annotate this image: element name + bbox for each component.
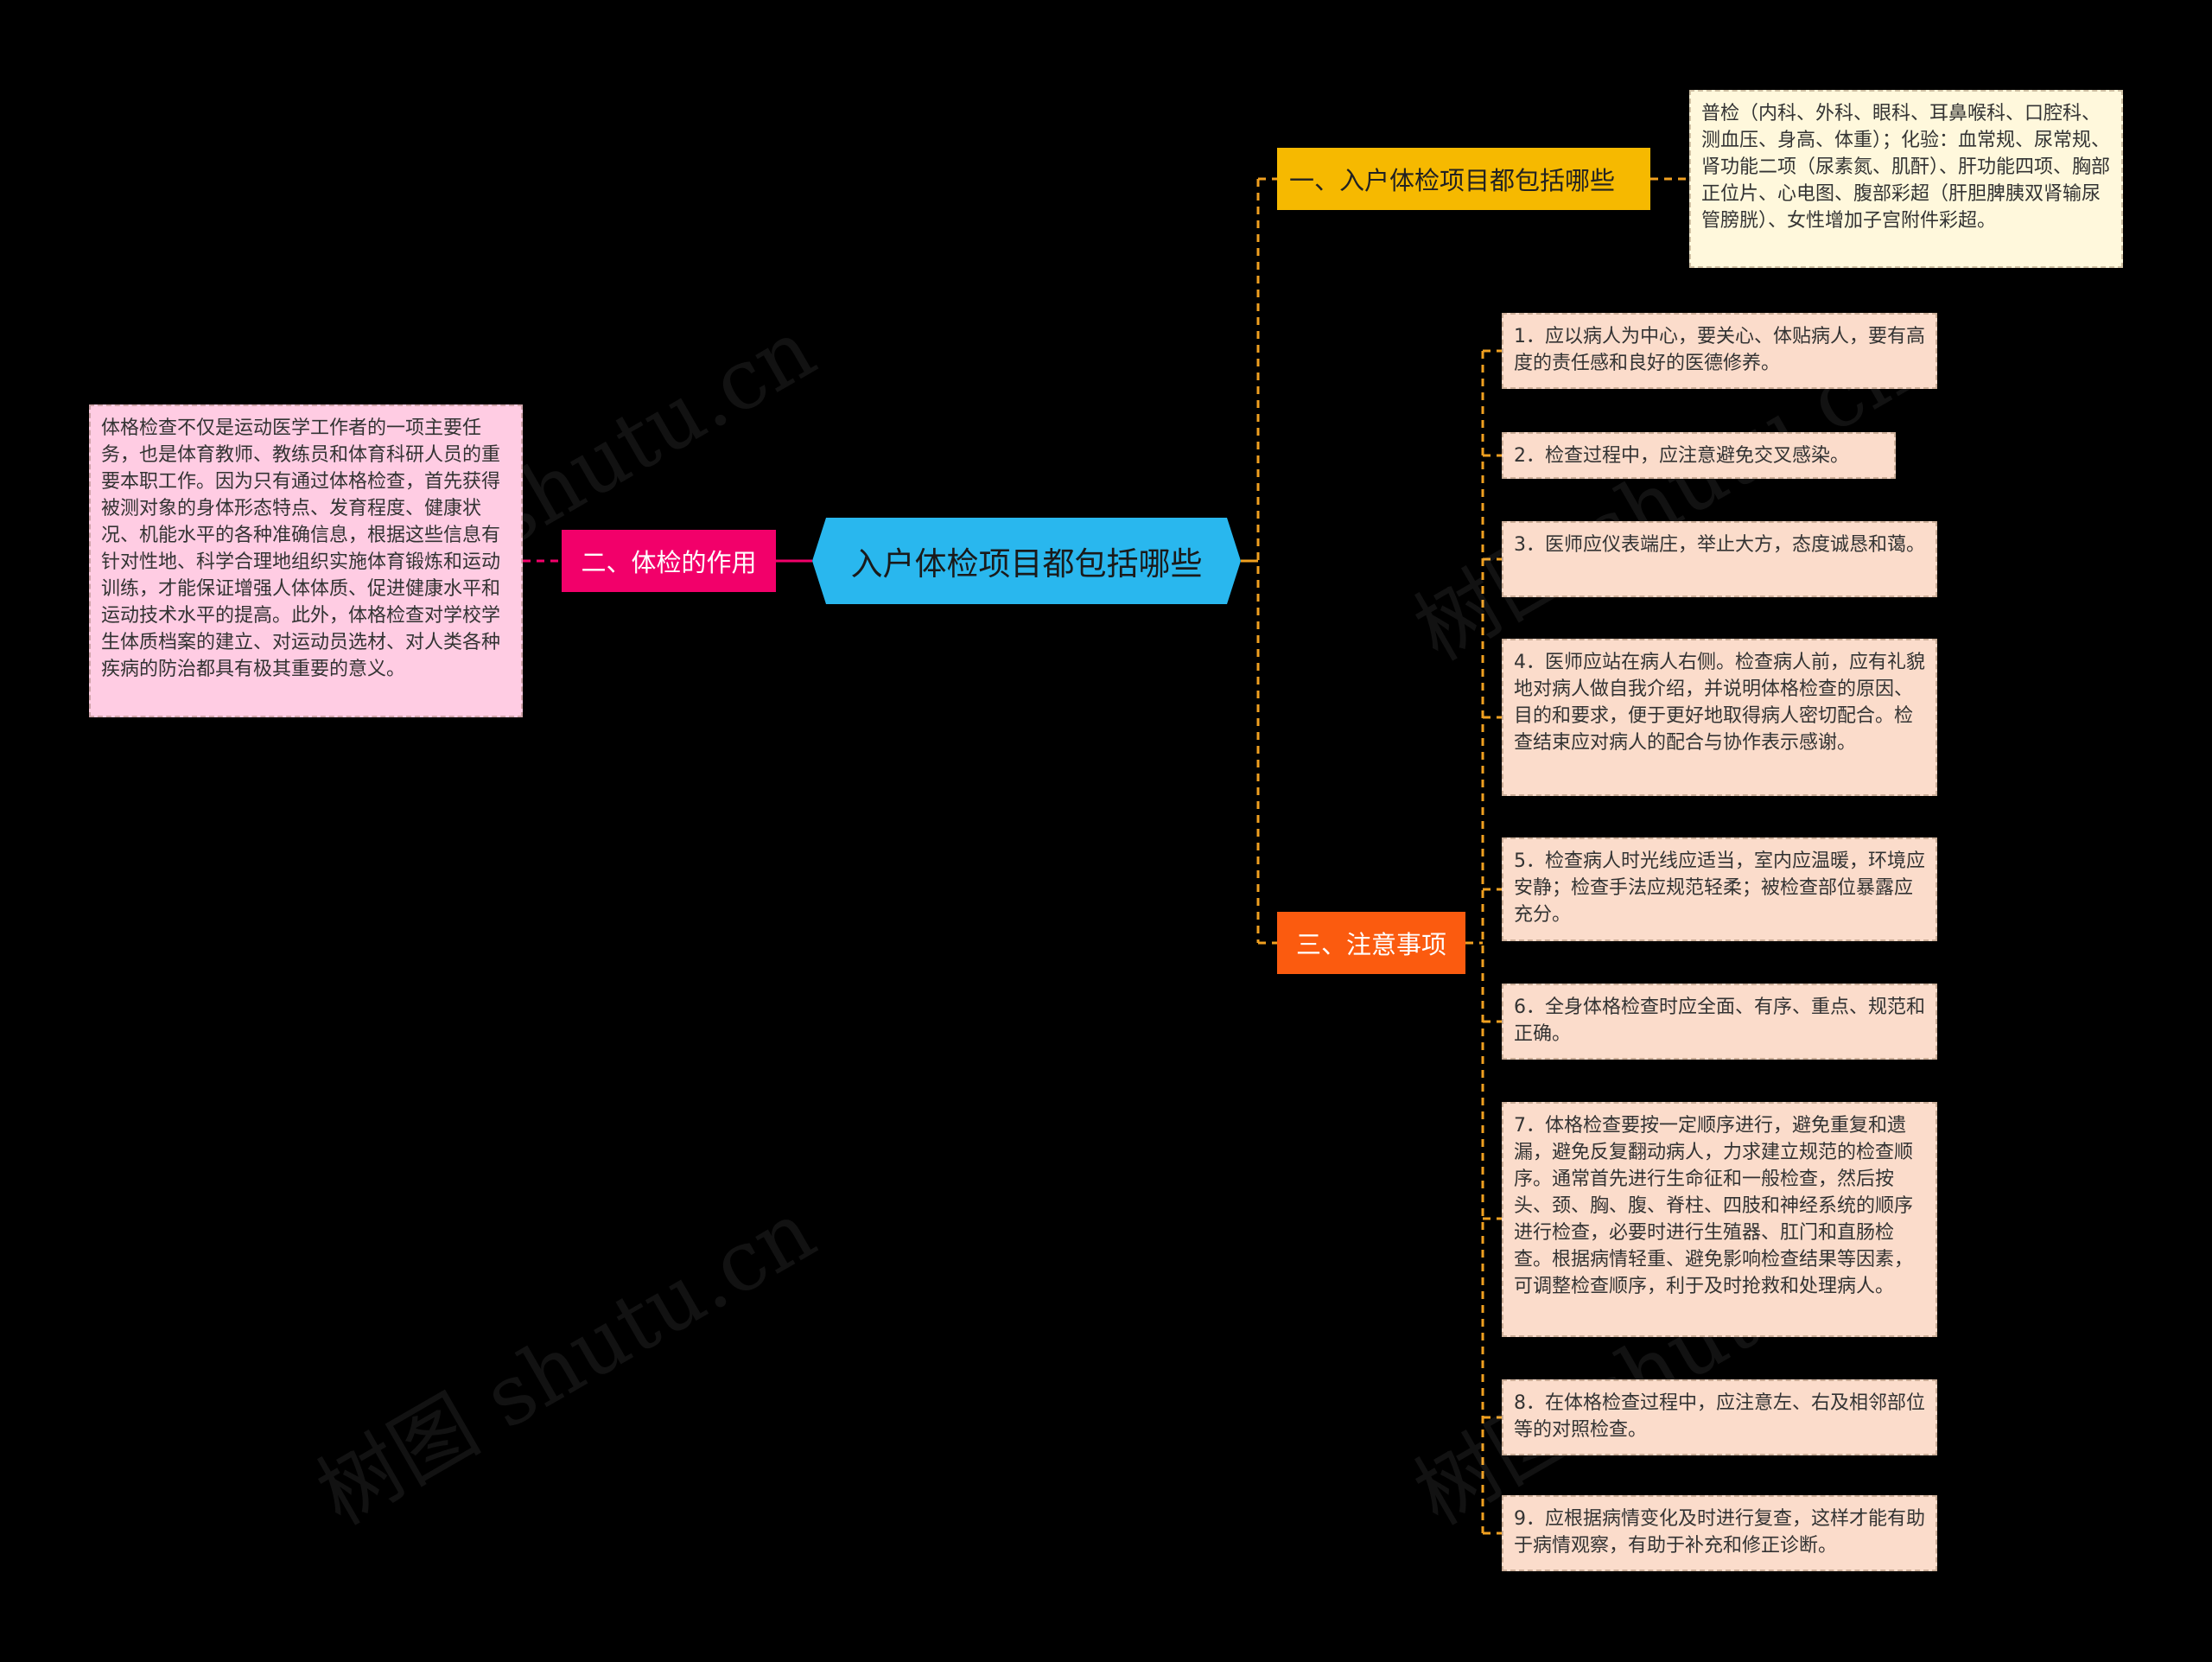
leaf-text: 3．医师应仪表端庄，举止大方，态度诚恳和蔼。 xyxy=(1514,534,1925,556)
branch-label: 三、注意事项 xyxy=(1295,930,1446,959)
note-item-2[interactable]: 2．检查过程中，应注意避免交叉感染。 xyxy=(1502,432,1896,479)
note-item-8[interactable]: 8．在体格检查过程中，应注意左、右及相邻部位等的对照检查。 xyxy=(1502,1379,1937,1455)
branch-checkup-items[interactable]: 一、入户体检项目都包括哪些 xyxy=(1277,148,1650,210)
leaf-text: 9．应根据病情变化及时进行复查，这样才能有助于病情观察，有助于补充和修正诊断。 xyxy=(1514,1508,1925,1557)
note-item-6[interactable]: 6．全身体格检查时应全面、有序、重点、规范和正确。 xyxy=(1502,984,1937,1060)
branch-label: 二、体检的作用 xyxy=(581,548,757,577)
leaf-text: 1．应以病人为中心，要关心、体贴病人，要有高度的责任感和良好的医德修养。 xyxy=(1514,326,1925,374)
note-item-3[interactable]: 3．医师应仪表端庄，举止大方，态度诚恳和蔼。 xyxy=(1502,521,1937,597)
root-topic-label: 入户体检项目都包括哪些 xyxy=(850,545,1203,583)
note-item-1[interactable]: 1．应以病人为中心，要关心、体贴病人，要有高度的责任感和良好的医德修养。 xyxy=(1502,313,1937,389)
branch-checkup-role[interactable]: 二、体检的作用 xyxy=(562,530,776,592)
leaf-text: 8．在体格检查过程中，应注意左、右及相邻部位等的对照检查。 xyxy=(1514,1392,1925,1441)
leaf-text: 5．检查病人时光线应适当，室内应温暖，环境应安静；检查手法应规范轻柔；被检查部位… xyxy=(1514,850,1925,926)
root-topic[interactable]: 入户体检项目都包括哪些 xyxy=(812,518,1241,604)
checkup-items-detail[interactable]: 普检（内科、外科、眼科、耳鼻喉科、口腔科、测血压、身高、体重）；化验：血常规、尿… xyxy=(1689,90,2123,268)
leaf-text: 4．医师应站在病人右侧。检查病人前，应有礼貌地对病人做自我介绍，并说明体格检查的… xyxy=(1514,652,1925,754)
branch-notes[interactable]: 三、注意事项 xyxy=(1277,912,1465,974)
leaf-text: 7．体格检查要按一定顺序进行，避免重复和遗漏，避免反复翻动病人，力求建立规范的检… xyxy=(1514,1115,1914,1297)
note-item-5[interactable]: 5．检查病人时光线应适当，室内应温暖，环境应安静；检查手法应规范轻柔；被检查部位… xyxy=(1502,837,1937,941)
leaf-text: 6．全身体格检查时应全面、有序、重点、规范和正确。 xyxy=(1514,997,1925,1045)
checkup-role-detail[interactable]: 体格检查不仅是运动医学工作者的一项主要任务，也是体育教师、教练员和体育科研人员的… xyxy=(89,404,523,717)
note-item-7[interactable]: 7．体格检查要按一定顺序进行，避免重复和遗漏，避免反复翻动病人，力求建立规范的检… xyxy=(1502,1102,1937,1337)
branch-label: 一、入户体检项目都包括哪些 xyxy=(1289,166,1616,195)
note-item-9[interactable]: 9．应根据病情变化及时进行复查，这样才能有助于病情观察，有助于补充和修正诊断。 xyxy=(1502,1495,1937,1571)
note-item-4[interactable]: 4．医师应站在病人右侧。检查病人前，应有礼貌地对病人做自我介绍，并说明体格检查的… xyxy=(1502,639,1937,796)
leaf-text: 普检（内科、外科、眼科、耳鼻喉科、口腔科、测血压、身高、体重）；化验：血常规、尿… xyxy=(1701,103,2111,232)
leaf-text: 2．检查过程中，应注意避免交叉感染。 xyxy=(1514,445,1849,467)
leaf-text: 体格检查不仅是运动医学工作者的一项主要任务，也是体育教师、教练员和体育科研人员的… xyxy=(101,417,501,680)
